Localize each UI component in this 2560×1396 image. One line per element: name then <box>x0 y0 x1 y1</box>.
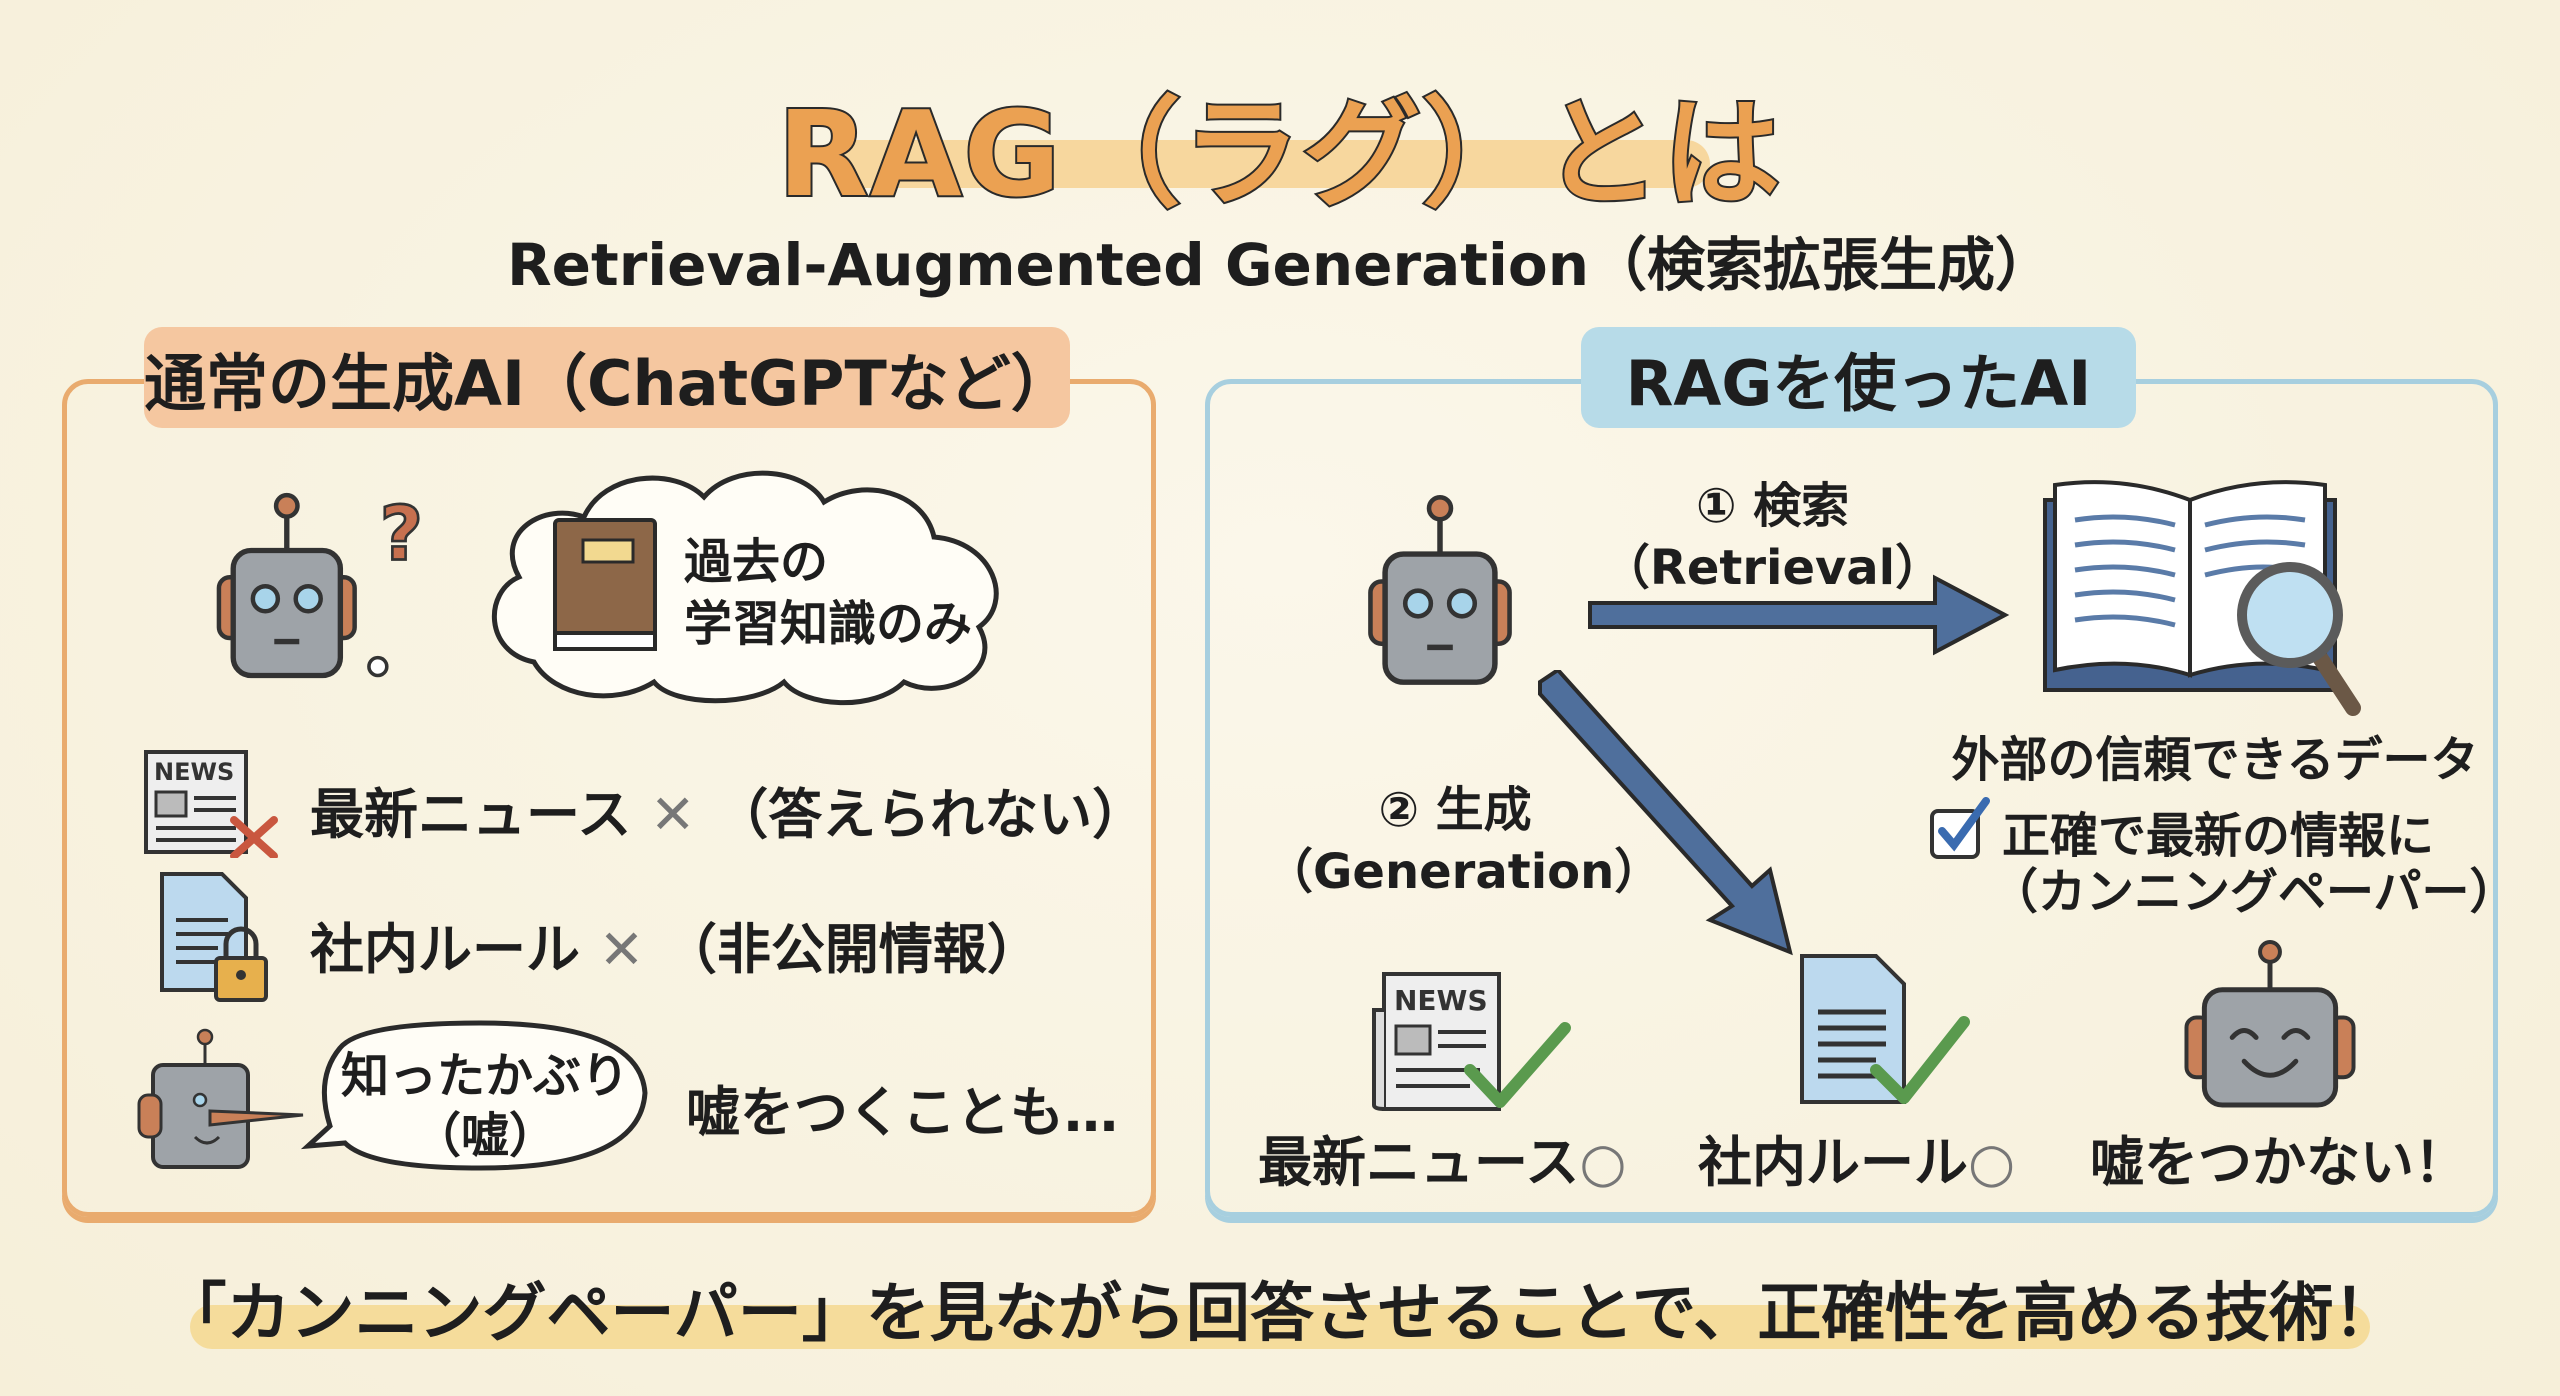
newspaper-cross-icon: NEWS <box>144 750 278 858</box>
book-icon <box>553 518 657 651</box>
robot-icon: ? <box>216 488 424 679</box>
svg-text:NEWS: NEWS <box>1394 984 1488 1017</box>
thought-line1: 過去の <box>684 534 829 590</box>
speech-bubble <box>300 1020 648 1171</box>
newspaper-check-icon: NEWS <box>1372 972 1571 1111</box>
retrieval-arrow-icon <box>1588 574 2010 656</box>
svg-text:NEWS: NEWS <box>154 758 234 786</box>
row-news-label: 最新ニュース ✕ （答えられない） <box>310 783 1147 846</box>
row-rules-label: 社内ルール ✕ （非公開情報） <box>310 918 1041 981</box>
check-line1: 正確で最新の情報に <box>2002 808 2435 864</box>
document-check-icon <box>1800 954 1970 1104</box>
result-no-lies: 嘘をつかない！ <box>2090 1131 2468 1194</box>
source-label: 外部の信頼できるデータ <box>1951 732 2479 788</box>
lying-robot-icon <box>137 1028 304 1169</box>
rag-ai-header: RAGを使ったAI <box>1581 327 2136 428</box>
locked-document-icon <box>160 872 268 1002</box>
check-line2: （カンニングペーパー） <box>1990 864 2518 920</box>
lie-text: 嘘をつくことも… <box>686 1081 1118 1144</box>
page-title: RAG（ラグ）とは <box>775 83 1783 225</box>
cross-icon: ✕ <box>598 918 645 981</box>
title-highlight <box>830 140 1710 188</box>
footer-highlight <box>190 1305 2370 1349</box>
open-book-magnifier-icon <box>2043 480 2361 716</box>
robot-icon <box>1368 495 1512 685</box>
step1-label: ① 検索 <box>1695 478 1850 534</box>
generation-arrow-icon <box>1538 670 1793 956</box>
cross-icon: ✕ <box>650 783 696 846</box>
step2-label: ② 生成 <box>1378 782 1532 838</box>
speech-line1: 知ったかぶり <box>340 1048 629 1104</box>
circle-ok-icon: ○ <box>1579 1131 1627 1194</box>
page-subtitle: Retrieval-Augmented Generation（検索拡張生成） <box>506 231 2054 299</box>
step1-sub: （Retrieval） <box>1601 540 1944 596</box>
question-mark-icon: ? <box>380 489 424 577</box>
result-news: 最新ニュース○ <box>1258 1131 1627 1194</box>
result-rules: 社内ルール○ <box>1698 1131 2016 1194</box>
circle-ok-icon: ○ <box>1968 1131 2016 1194</box>
footer-summary: 「カンニングペーパー」を見ながら回答させることで、正確性を高める技術！ <box>162 1277 2398 1351</box>
normal-ai-header: 通常の生成AI（ChatGPTなど） <box>144 327 1073 428</box>
thought-line2: 学習知識のみ <box>684 596 973 652</box>
happy-robot-icon <box>2184 939 2356 1108</box>
step2-sub: （Generation） <box>1265 844 1663 900</box>
checkbox-checked-icon <box>1930 797 1990 859</box>
speech-line2: （嘘） <box>412 1108 557 1164</box>
